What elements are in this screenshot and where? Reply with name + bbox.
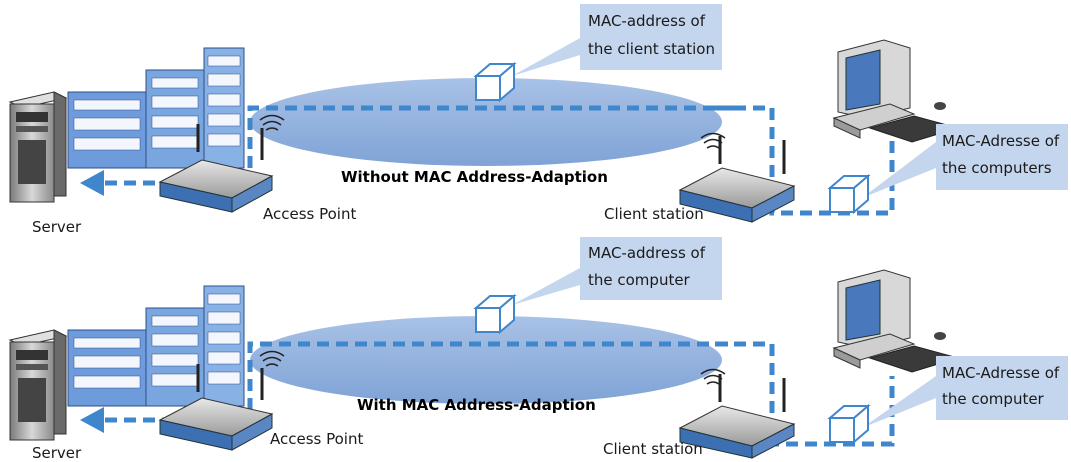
server-label: Server bbox=[32, 444, 82, 462]
client-station-label: Client station bbox=[604, 205, 704, 223]
access-point-label: Access Point bbox=[270, 430, 363, 448]
building-icon bbox=[67, 285, 245, 407]
callout-client-mac-line1: MAC-address of bbox=[588, 12, 706, 30]
computer-icon bbox=[832, 39, 960, 143]
callout-computer-mac-upper-line2: the computer bbox=[588, 271, 691, 289]
building-icon bbox=[67, 47, 245, 169]
callout-client-mac bbox=[512, 4, 722, 76]
ap-wifi-signal-icon bbox=[259, 350, 285, 367]
callout-computers-mac-line1: MAC-Adresse of bbox=[942, 132, 1060, 150]
mac-packet-icon bbox=[827, 173, 871, 215]
callout-computers-mac bbox=[862, 124, 1068, 198]
wireless-link-cloud bbox=[250, 316, 722, 404]
scenario-bottom: MAC-address of the computer bbox=[8, 237, 1068, 462]
client-station-label: Client station bbox=[603, 440, 703, 458]
access-point-router-icon bbox=[158, 364, 274, 451]
arrow-to-server-icon bbox=[80, 407, 104, 433]
wireless-link-cloud bbox=[250, 78, 722, 166]
mac-packet-icon bbox=[827, 403, 871, 445]
callout-computer-mac-lower-line2: the computer bbox=[942, 390, 1045, 408]
server-label: Server bbox=[32, 218, 82, 236]
client-station-router-icon bbox=[678, 374, 796, 459]
mac-packet-icon bbox=[473, 61, 517, 103]
callout-computer-mac-lower-line1: MAC-Adresse of bbox=[942, 364, 1060, 382]
arrow-to-server-icon bbox=[80, 170, 104, 196]
server-icon bbox=[8, 91, 68, 203]
callout-computer-mac-lower bbox=[862, 356, 1068, 428]
callout-computer-mac-upper bbox=[512, 237, 722, 305]
callout-client-mac-line2: the client station bbox=[588, 40, 715, 58]
server-icon bbox=[8, 329, 68, 441]
mac-packet-icon bbox=[473, 293, 517, 335]
client-station-router-icon bbox=[678, 136, 796, 223]
ap-wifi-signal-icon bbox=[259, 114, 285, 131]
access-point-label: Access Point bbox=[263, 205, 356, 223]
callout-computer-mac-upper-line1: MAC-address of bbox=[588, 244, 706, 262]
scenario-top: MAC-address of the client station bbox=[8, 4, 1068, 236]
scenario-title: With MAC Address-Adaption bbox=[357, 396, 596, 414]
scenario-title: Without MAC Address-Adaption bbox=[341, 168, 608, 186]
access-point-router-icon bbox=[158, 124, 274, 213]
callout-computers-mac-line2: the computers bbox=[942, 159, 1052, 177]
